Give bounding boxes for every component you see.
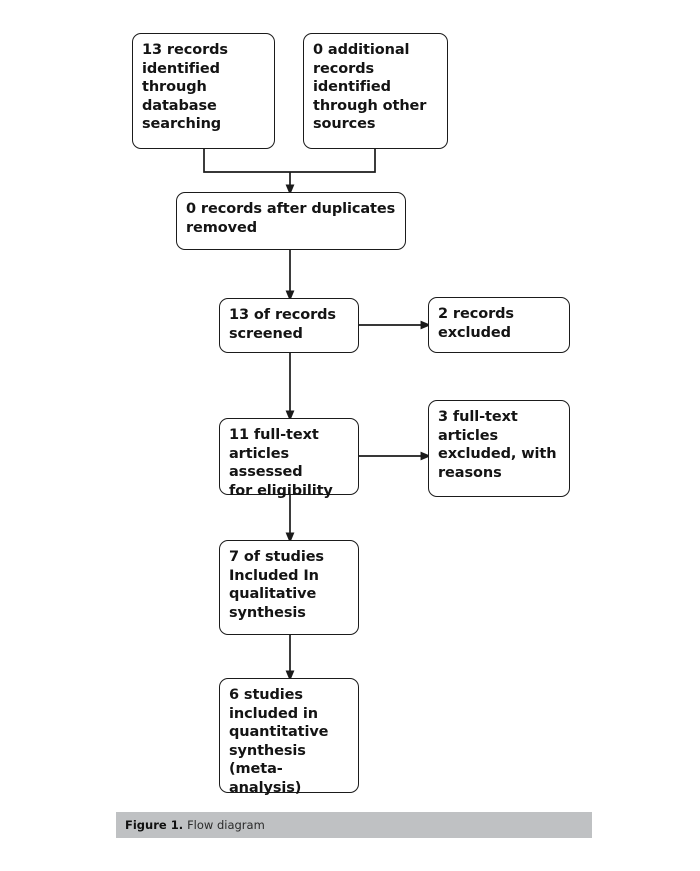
figure-caption-text: Flow diagram <box>187 818 265 832</box>
figure-caption-bar: Figure 1. Flow diagram <box>116 812 592 838</box>
box-records-excluded: 2 records excluded <box>428 297 570 353</box>
box-studies-quantitative-synthesis: 6 studies included in quantitative synth… <box>219 678 359 796</box>
figure-caption-label: Figure 1. <box>125 818 184 832</box>
box-records-identified-other-sources: 0 additional records identified through … <box>303 33 448 149</box>
box-fulltext-articles-assessed: 11 full-text articles assessed for eligi… <box>219 418 359 499</box>
box-studies-qualitative-synthesis: 7 of studies Included In qualitative syn… <box>219 540 359 635</box>
box-records-after-duplicates-removed: 0 records after duplicates removed <box>176 192 406 250</box>
box-records-screened: 13 of records screened <box>219 298 359 353</box>
box-records-identified-database: 13 records identified through database s… <box>132 33 275 149</box>
box-fulltext-articles-excluded: 3 full-text articles excluded, with reas… <box>428 400 570 497</box>
merge-connector <box>203 149 376 173</box>
